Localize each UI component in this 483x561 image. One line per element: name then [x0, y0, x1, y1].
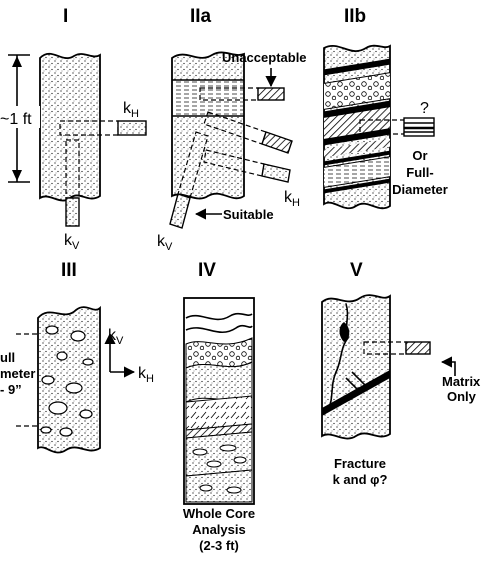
side-label-3: - 9” [0, 382, 22, 397]
kh-label: kH [284, 189, 300, 209]
scale-arrow-up-icon [12, 56, 22, 67]
panel-V-core [321, 294, 391, 440]
fracture-label-1: Fracture [334, 456, 386, 471]
panel-IV-layers [185, 312, 253, 503]
kv-label: kV [108, 327, 124, 347]
scale-label: ~1 ft [0, 111, 32, 128]
fracture-vug [339, 322, 350, 342]
fracture-trace [327, 303, 349, 411]
caption-line-3: (2-3 ft) [199, 538, 239, 553]
matrix-plug [405, 341, 431, 355]
panel-I: I ~1 ft kH kV [0, 6, 147, 252]
panel-IIa: IIa Unacceptable kH kV Suitable [157, 6, 307, 253]
suitable-plug-v-outline [177, 131, 209, 199]
unacceptable-label: Unacceptable [222, 50, 307, 65]
scale-arrow-down-icon [12, 170, 22, 181]
matrix-label-1: Matrix [442, 374, 481, 389]
kh-plug [117, 120, 147, 136]
panel-IIb-heading: IIb [344, 6, 366, 27]
panel-V: V Matrix Only Fracture k and φ? [321, 260, 481, 487]
diameter-label: Diameter [392, 182, 448, 197]
vug-clasts [40, 325, 94, 437]
panel-I-heading: I [63, 6, 68, 27]
matrix-arrow [440, 356, 456, 376]
panel-IIa-heading: IIa [190, 6, 212, 27]
caption-line-2: Analysis [192, 522, 245, 537]
suitable-label: Suitable [223, 207, 274, 222]
suitable-plug-v [169, 193, 191, 229]
suitable-plug-h [261, 163, 291, 183]
panel-III-heading: III [61, 260, 77, 281]
unacceptable-plug [257, 87, 285, 101]
panel-I-core [39, 52, 101, 202]
kv-plug-outline [65, 139, 80, 199]
full-label: Full- [406, 165, 433, 180]
kh-label: kH [138, 365, 154, 385]
panel-IIb-layers [324, 58, 390, 194]
or-label: Or [412, 148, 427, 163]
panel-IV: IV Whole Core Analysis (2-3 ft) [183, 260, 255, 553]
kh-label: kH [123, 100, 139, 120]
kv-label: kV [64, 232, 80, 252]
caption-line-1: Whole Core [183, 506, 255, 521]
side-label-2: meter [0, 366, 35, 381]
laminated-layer [173, 80, 243, 116]
panel-V-heading: V [350, 260, 363, 281]
fracture-label-2: k and φ? [333, 472, 388, 487]
kv-plug [65, 197, 80, 227]
slanted-plug-hatched [261, 131, 293, 154]
kv-label: kV [157, 233, 173, 253]
scale-label-bg [2, 106, 40, 128]
panel-III: III ull meter - 9” kV kH [0, 260, 154, 454]
question-mark: ? [420, 100, 429, 117]
fracture-band [322, 370, 390, 416]
panel-IV-heading: IV [198, 260, 216, 281]
matrix-label-2: Only [447, 389, 477, 404]
panel-IIb: IIb ? Or Full- Diameter [323, 6, 448, 210]
side-label-1: ull [0, 350, 15, 365]
